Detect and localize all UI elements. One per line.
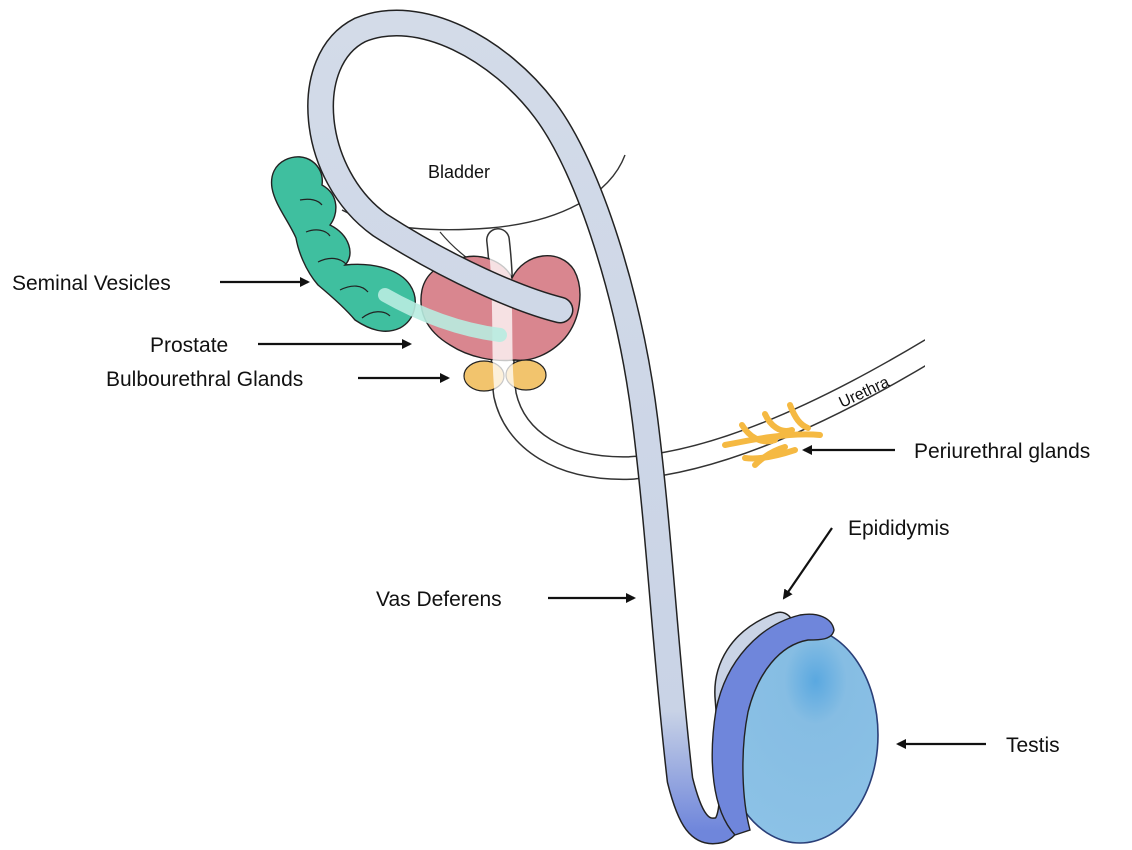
prostate-label: Prostate [150, 334, 228, 357]
bladder-label: Bladder [428, 162, 490, 182]
vas-deferens-fill [321, 23, 780, 831]
epididymis-arrow [784, 528, 832, 598]
seminal-vesicles-label: Seminal Vesicles [12, 272, 171, 295]
bulbourethral-glands-label: Bulbourethral Glands [106, 368, 303, 391]
urethra-end-mask [925, 320, 965, 380]
epididymis-label: Epididymis [848, 517, 950, 540]
vas-deferens [321, 23, 780, 831]
urethra-through-prostate [498, 240, 505, 395]
testis-label: Testis [1006, 734, 1060, 757]
vas-deferens-label: Vas Deferens [376, 588, 502, 611]
periurethral-glands-label: Periurethral glands [914, 440, 1090, 463]
